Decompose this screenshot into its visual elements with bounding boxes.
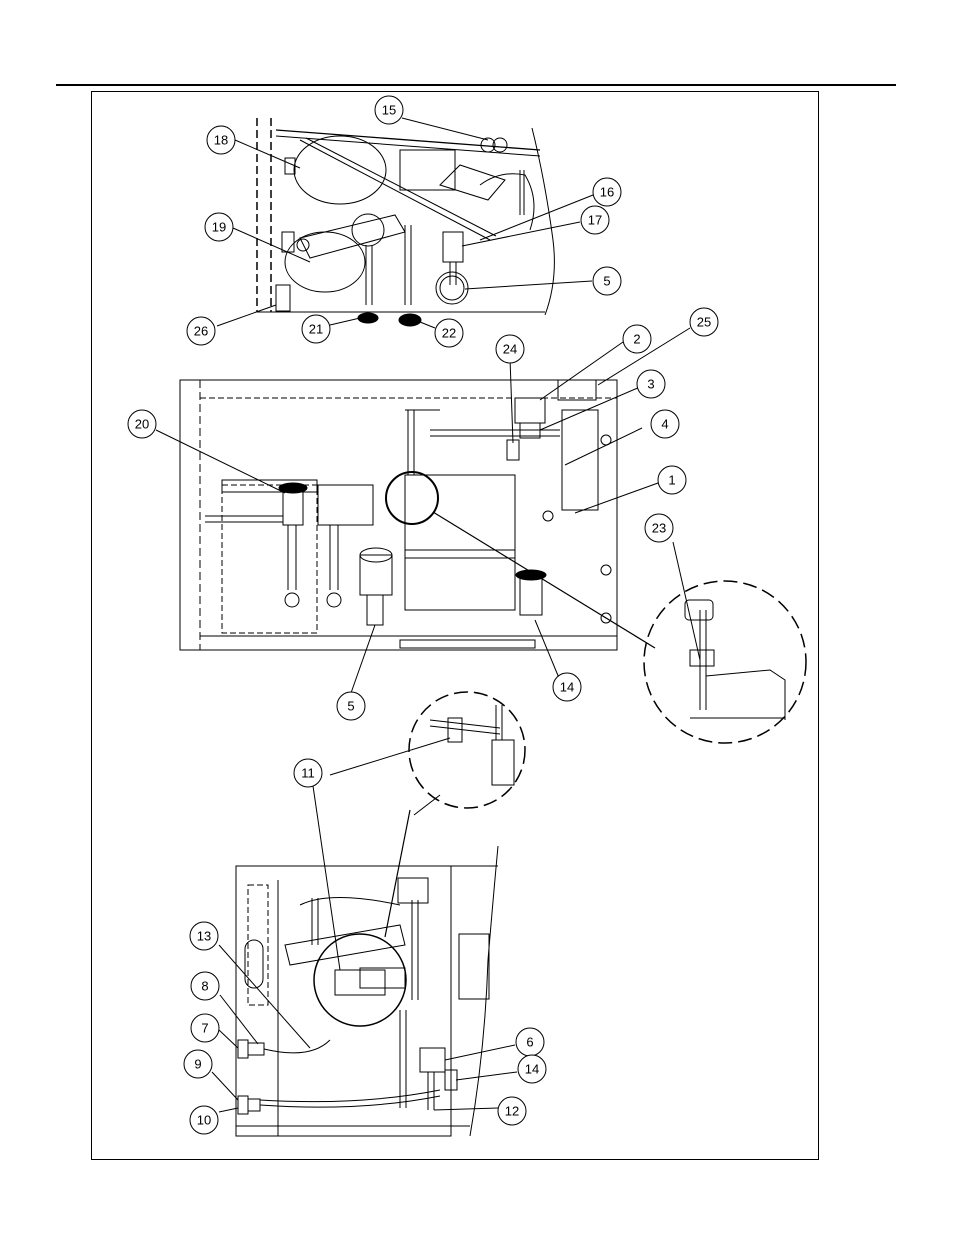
svg-text:13: 13 xyxy=(197,929,211,944)
svg-text:6: 6 xyxy=(526,1035,533,1050)
svg-text:14: 14 xyxy=(525,1062,539,1077)
callouts: 15 18 16 17 19 5 26 21 22 2 25 24 3 4 20… xyxy=(128,96,718,1134)
svg-text:23: 23 xyxy=(652,521,666,536)
callout-25: 25 xyxy=(690,308,718,336)
callout-15: 15 xyxy=(375,96,403,124)
callout-11: 11 xyxy=(294,759,322,787)
top-view xyxy=(217,118,593,328)
callout-10: 10 xyxy=(190,1106,218,1134)
callout-18: 18 xyxy=(207,126,235,154)
svg-text:16: 16 xyxy=(600,185,614,200)
svg-text:15: 15 xyxy=(382,103,396,118)
callout-22: 22 xyxy=(435,319,463,347)
svg-text:17: 17 xyxy=(588,213,602,228)
svg-text:1: 1 xyxy=(668,473,675,488)
svg-text:18: 18 xyxy=(214,133,228,148)
callout-8: 8 xyxy=(191,972,219,1000)
callout-23: 23 xyxy=(645,514,673,542)
callout-5-front: 5 xyxy=(337,692,365,720)
svg-text:12: 12 xyxy=(505,1104,519,1119)
svg-text:7: 7 xyxy=(201,1021,208,1036)
svg-text:21: 21 xyxy=(309,322,323,337)
callout-6: 6 xyxy=(516,1028,544,1056)
callout-3: 3 xyxy=(637,370,665,398)
callout-1: 1 xyxy=(658,466,686,494)
callout-4: 4 xyxy=(651,410,679,438)
svg-text:4: 4 xyxy=(661,417,668,432)
callout-14-front: 14 xyxy=(553,673,581,701)
svg-text:5: 5 xyxy=(603,274,610,289)
callout-2: 2 xyxy=(623,325,651,353)
svg-text:26: 26 xyxy=(194,324,208,339)
svg-text:24: 24 xyxy=(503,342,517,357)
svg-text:20: 20 xyxy=(135,417,149,432)
callout-26: 26 xyxy=(187,317,215,345)
callout-20: 20 xyxy=(128,410,156,438)
callout-19: 19 xyxy=(205,213,233,241)
bottom-view xyxy=(212,692,525,1136)
svg-text:22: 22 xyxy=(442,326,456,341)
callout-13: 13 xyxy=(190,922,218,950)
svg-text:9: 9 xyxy=(194,1057,201,1072)
callout-9: 9 xyxy=(184,1050,212,1078)
callout-7: 7 xyxy=(191,1014,219,1042)
callout-21: 21 xyxy=(302,315,330,343)
svg-text:3: 3 xyxy=(647,377,654,392)
svg-text:14: 14 xyxy=(560,680,574,695)
front-view xyxy=(156,328,806,743)
svg-text:25: 25 xyxy=(697,315,711,330)
svg-text:19: 19 xyxy=(212,220,226,235)
svg-text:11: 11 xyxy=(301,766,315,781)
callout-5-top: 5 xyxy=(593,267,621,295)
callout-14-bottom: 14 xyxy=(518,1055,546,1083)
callout-24: 24 xyxy=(496,335,524,363)
callout-16: 16 xyxy=(593,178,621,206)
svg-text:10: 10 xyxy=(197,1113,211,1128)
svg-text:5: 5 xyxy=(347,699,354,714)
svg-text:2: 2 xyxy=(633,332,640,347)
callout-17: 17 xyxy=(581,206,609,234)
svg-text:8: 8 xyxy=(201,979,208,994)
callout-12: 12 xyxy=(498,1097,526,1125)
